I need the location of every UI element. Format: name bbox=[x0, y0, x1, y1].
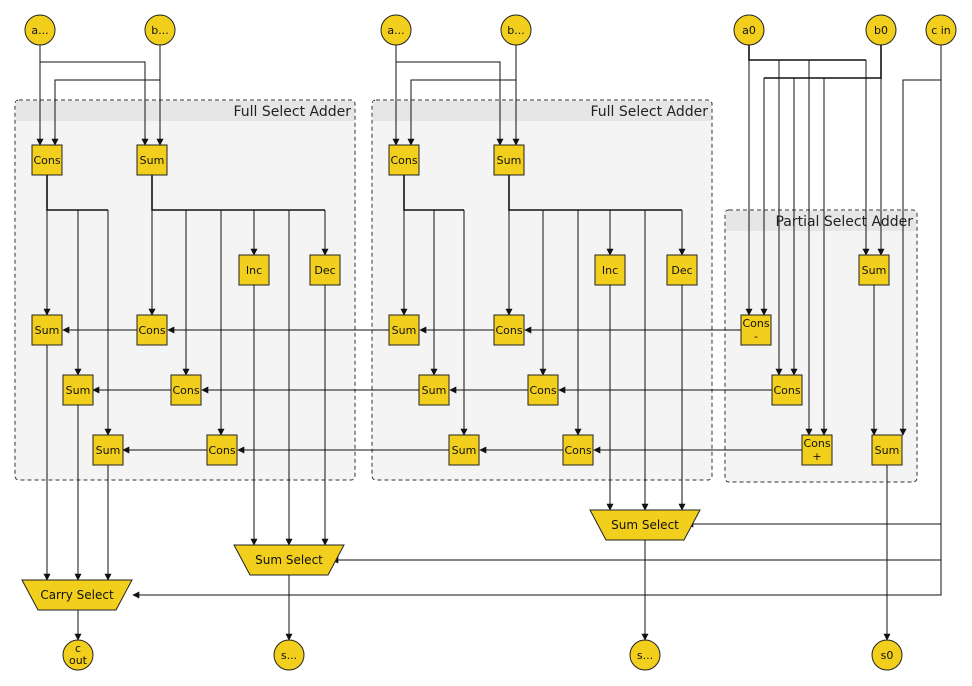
output-s-port-1: s... bbox=[273, 639, 305, 671]
svg-text:Sum: Sum bbox=[35, 324, 60, 337]
svg-text:Dec: Dec bbox=[314, 264, 335, 277]
svg-text:+: + bbox=[812, 450, 821, 463]
svg-text:s...: s... bbox=[637, 649, 653, 662]
svg-text:Sum: Sum bbox=[66, 384, 91, 397]
port-label: c in bbox=[931, 24, 951, 37]
sum-block: Sum bbox=[871, 434, 903, 466]
sum-select-mux-2: Sum Select bbox=[589, 509, 701, 541]
group-full-select-adder-2: Full Select Adder bbox=[371, 99, 713, 481]
svg-text:-: - bbox=[754, 330, 758, 343]
port-label: a... bbox=[31, 24, 48, 37]
group-title: Partial Select Adder bbox=[775, 214, 913, 230]
inc-block: Inc bbox=[238, 254, 270, 286]
sum-block: Sum bbox=[31, 314, 63, 346]
sum-block: Sum bbox=[92, 434, 124, 466]
svg-text:Cons: Cons bbox=[138, 324, 165, 337]
sum-block: Sum bbox=[136, 144, 168, 176]
output-s-port-2: s... bbox=[629, 639, 661, 671]
group-full-select-adder-1: Full Select Adder bbox=[14, 99, 356, 481]
svg-text:Cons: Cons bbox=[742, 317, 769, 330]
svg-text:Cons: Cons bbox=[803, 437, 830, 450]
cons-block: Cons bbox=[31, 144, 63, 176]
svg-text:Cons: Cons bbox=[529, 384, 556, 397]
output-cout-port: c out bbox=[62, 639, 94, 671]
cons-plus-block: Cons + bbox=[801, 434, 833, 466]
svg-text:Sum: Sum bbox=[392, 324, 417, 337]
svg-text:Cons: Cons bbox=[208, 444, 235, 457]
svg-text:s...: s... bbox=[281, 649, 297, 662]
input-a0-port: a0 bbox=[733, 14, 765, 46]
svg-text:Cons: Cons bbox=[33, 154, 60, 167]
svg-text:Cons: Cons bbox=[495, 324, 522, 337]
svg-text:Cons: Cons bbox=[172, 384, 199, 397]
sum-block: Sum bbox=[62, 374, 94, 406]
sum-block: Sum bbox=[388, 314, 420, 346]
svg-text:Sum: Sum bbox=[497, 154, 522, 167]
svg-text:Cons: Cons bbox=[390, 154, 417, 167]
group-title: Full Select Adder bbox=[233, 104, 351, 120]
svg-text:Cons: Cons bbox=[564, 444, 591, 457]
port-label: a... bbox=[387, 24, 404, 37]
svg-text:Sum Select: Sum Select bbox=[255, 553, 323, 567]
dec-block: Dec bbox=[309, 254, 341, 286]
svg-text:Sum: Sum bbox=[875, 444, 900, 457]
svg-text:Inc: Inc bbox=[602, 264, 618, 277]
cons-block: Cons bbox=[771, 374, 803, 406]
inc-block: Inc bbox=[594, 254, 626, 286]
svg-text:Dec: Dec bbox=[671, 264, 692, 277]
input-b0-port: b0 bbox=[865, 14, 897, 46]
svg-text:Sum: Sum bbox=[452, 444, 477, 457]
cons-block: Cons bbox=[136, 314, 168, 346]
svg-text:Sum Select: Sum Select bbox=[611, 518, 679, 532]
svg-text:Cons: Cons bbox=[773, 384, 800, 397]
cons-block: Cons bbox=[493, 314, 525, 346]
cons-block: Cons bbox=[527, 374, 559, 406]
cons-block: Cons bbox=[170, 374, 202, 406]
sum-block: Sum bbox=[493, 144, 525, 176]
cons-minus-block: Cons - bbox=[740, 314, 772, 346]
cons-block: Cons bbox=[388, 144, 420, 176]
svg-text:Sum: Sum bbox=[422, 384, 447, 397]
cons-block: Cons bbox=[562, 434, 594, 466]
input-b-port-2: b... bbox=[500, 14, 532, 46]
svg-text:Sum: Sum bbox=[140, 154, 165, 167]
sum-block: Sum bbox=[418, 374, 450, 406]
group-title: Full Select Adder bbox=[590, 104, 708, 120]
port-label: b... bbox=[151, 24, 168, 37]
svg-text:c: c bbox=[75, 642, 81, 655]
input-a-port-2: a... bbox=[380, 14, 412, 46]
svg-text:s0: s0 bbox=[881, 649, 894, 662]
input-b-port-1: b... bbox=[144, 14, 176, 46]
input-cin-port: c in bbox=[925, 14, 957, 46]
svg-text:Sum: Sum bbox=[862, 264, 887, 277]
output-s0-port: s0 bbox=[871, 639, 903, 671]
svg-text:Carry Select: Carry Select bbox=[40, 588, 114, 602]
port-label: a0 bbox=[742, 24, 756, 37]
port-label: b0 bbox=[874, 24, 888, 37]
wires bbox=[36, 44, 942, 641]
sum-select-mux-1: Sum Select bbox=[233, 544, 345, 576]
sum-block: Sum bbox=[448, 434, 480, 466]
svg-text:out: out bbox=[69, 654, 88, 667]
sum-block: Sum bbox=[858, 254, 890, 286]
port-label: b... bbox=[507, 24, 524, 37]
svg-text:Sum: Sum bbox=[96, 444, 121, 457]
svg-text:Inc: Inc bbox=[246, 264, 262, 277]
input-a-port-1: a... bbox=[24, 14, 56, 46]
dec-block: Dec bbox=[666, 254, 698, 286]
carry-select-mux: Carry Select bbox=[21, 579, 133, 611]
cons-block: Cons bbox=[206, 434, 238, 466]
